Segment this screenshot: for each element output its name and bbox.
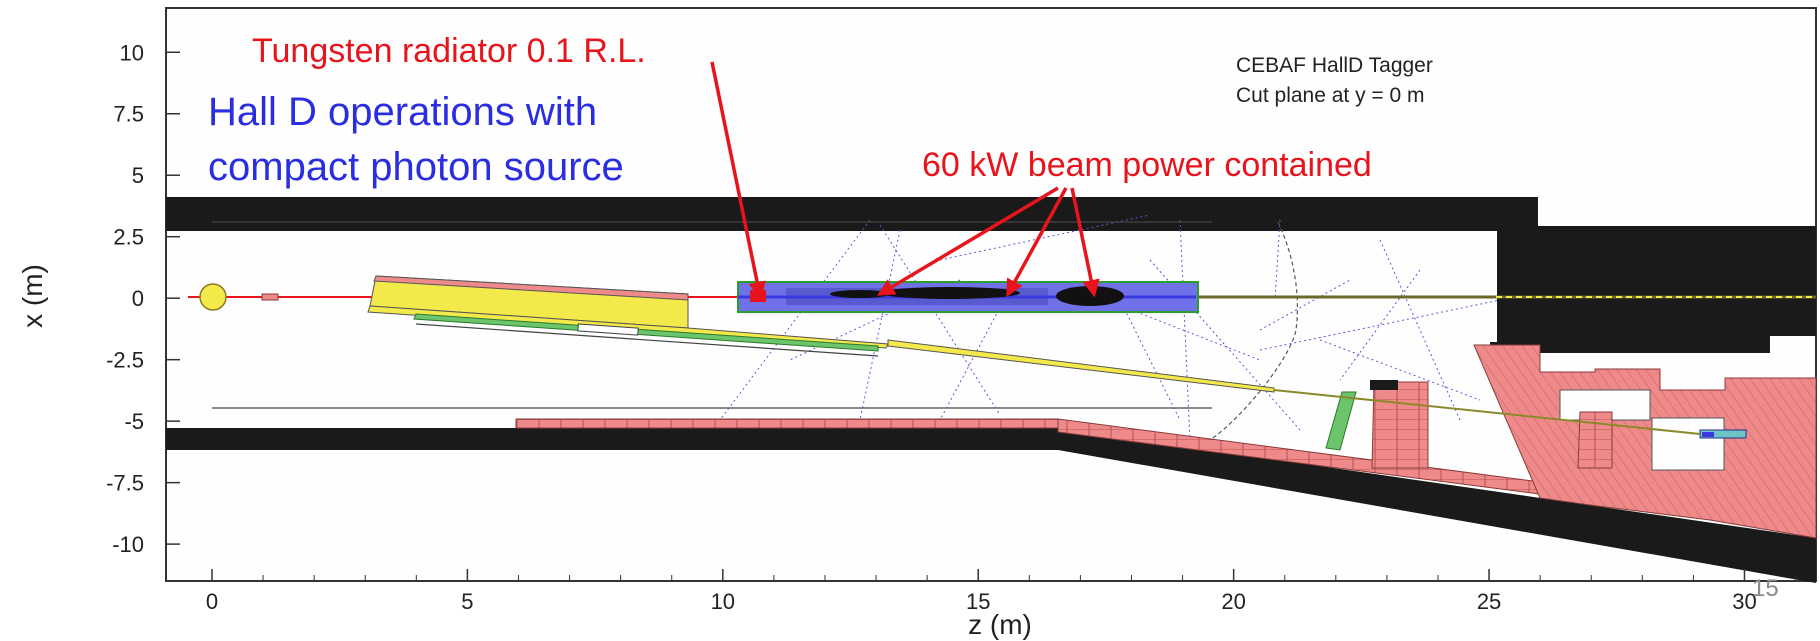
x-axis: 0 5 10 15 20 25 30	[206, 569, 1797, 614]
y-tick-label: 5	[132, 163, 144, 188]
y-tick-label: -5	[124, 409, 144, 434]
y-tick-label: 7.5	[113, 102, 144, 127]
y-tick-label: -7.5	[106, 471, 144, 496]
x-tick-label: 5	[461, 589, 473, 614]
electron-path	[1273, 389, 1701, 435]
y-axis-title: x (m)	[17, 264, 48, 328]
annotation-arrows	[710, 61, 1100, 300]
x-tick-label: 20	[1221, 589, 1245, 614]
left-block-stack	[1371, 381, 1429, 469]
y-tick-label: 10	[120, 40, 144, 65]
chart-title: CEBAF HallD Tagger	[1236, 54, 1433, 77]
beam-monitor	[261, 293, 279, 301]
green-liner	[1325, 391, 1357, 451]
lower-wall	[166, 428, 1816, 583]
x-tick-label: 15	[966, 589, 990, 614]
beam-power-label: 60 kW beam power contained	[922, 146, 1372, 184]
y-tick-label: -10	[112, 532, 144, 557]
microscope	[577, 323, 639, 336]
y-tick-label: -2.5	[106, 348, 144, 373]
operations-label-line1: Hall D operations with	[208, 90, 597, 134]
dump-target-end	[1702, 432, 1714, 437]
tagger-hodoscope	[413, 313, 879, 352]
x-tick-label: 30	[1732, 589, 1756, 614]
dump-cavity-2	[1651, 417, 1725, 471]
radiator-label: Tungsten radiator 0.1 R.L.	[252, 32, 646, 70]
x-tick-label: 25	[1477, 589, 1501, 614]
focal-plane	[415, 323, 879, 357]
beamline-start	[199, 283, 227, 311]
floor-shielding	[515, 418, 1059, 429]
dump-small-block	[1370, 380, 1398, 390]
electron-pipe	[887, 339, 1275, 393]
x-tick-label: 10	[711, 589, 735, 614]
y-tick-label: 2.5	[113, 225, 144, 250]
page-number: 15	[1752, 575, 1779, 602]
x-axis-title: z (m)	[968, 609, 1032, 640]
x-tick-label: 0	[206, 589, 218, 614]
y-axis: 10 7.5 5 2.5 0 -2.5 -5 -7.5 -10	[106, 40, 180, 557]
right-block-stack	[1577, 411, 1613, 469]
y-tick-label: 0	[132, 286, 144, 311]
operations-label-line2: compact photon source	[208, 145, 624, 189]
magnet-coil	[373, 275, 689, 301]
chart-subtitle: Cut plane at y = 0 m	[1236, 84, 1425, 107]
